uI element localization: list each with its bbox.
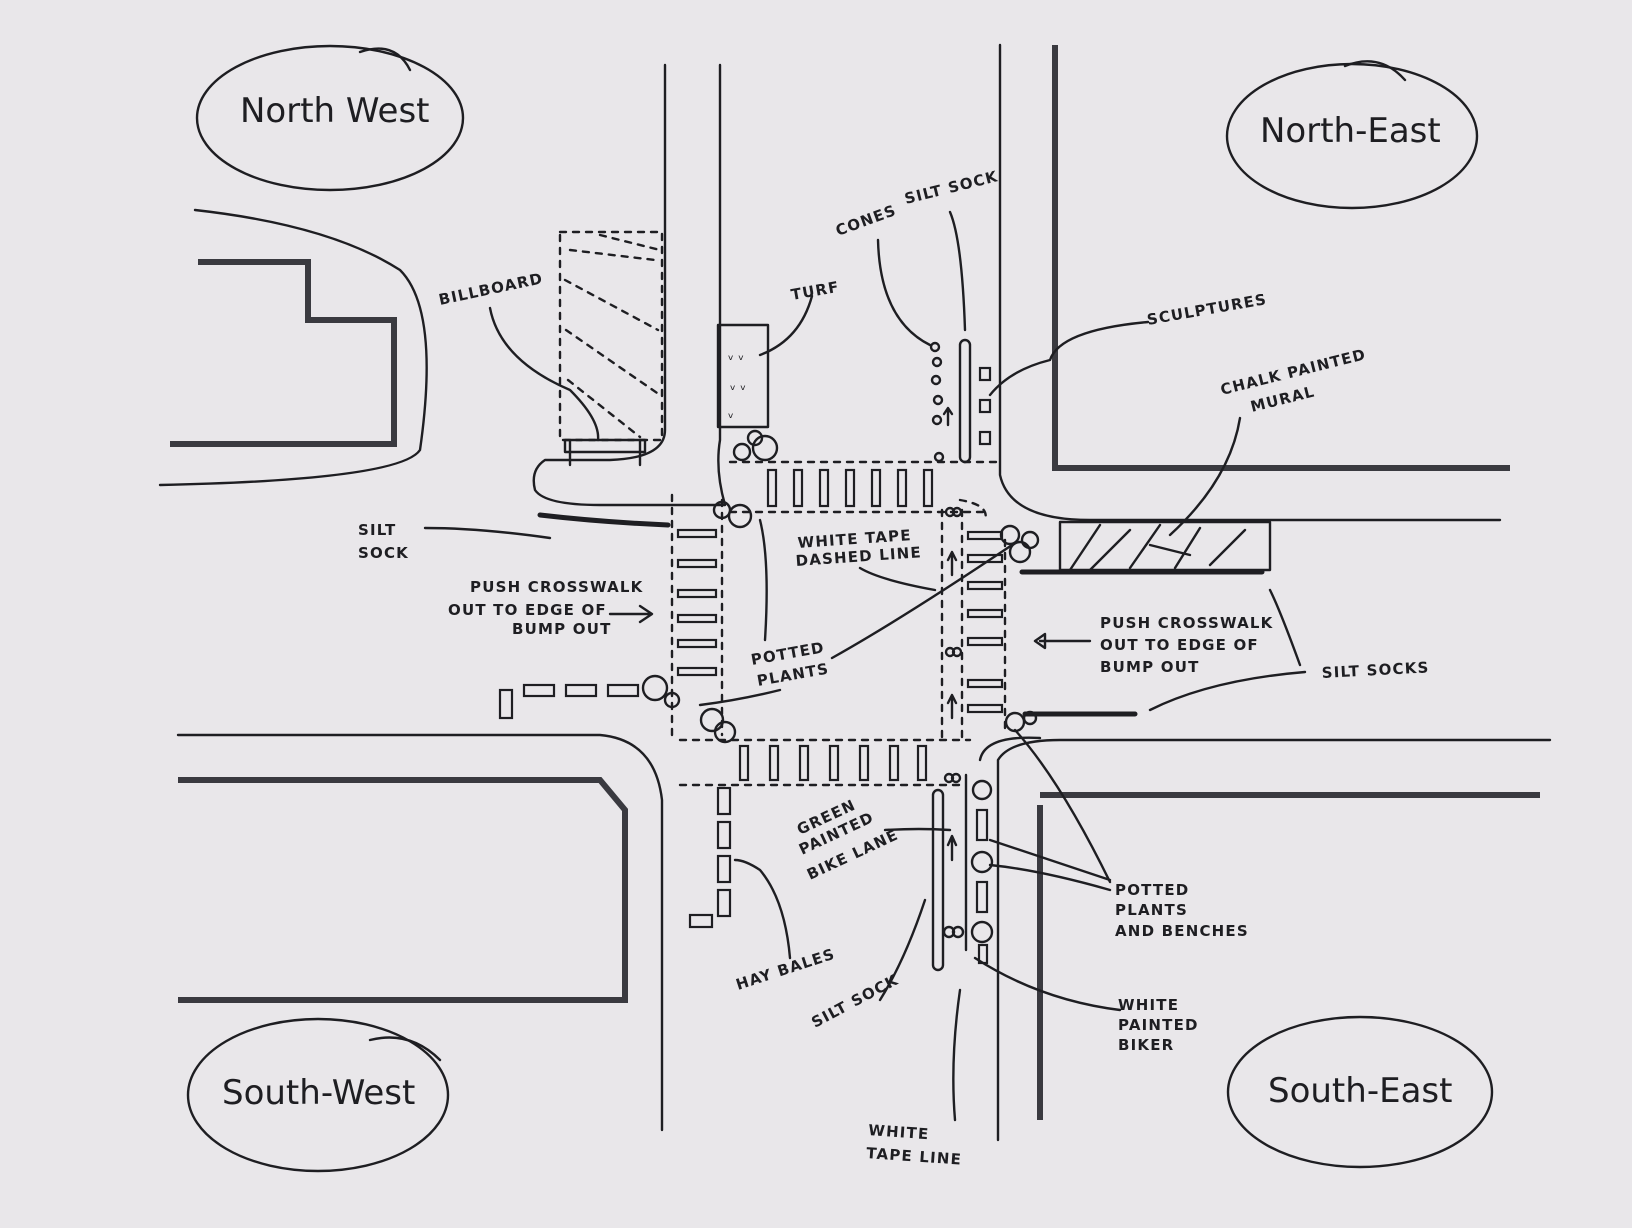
curb-lines bbox=[158, 43, 1552, 1142]
label-white-painted-biker-3: BIKER bbox=[1118, 1036, 1174, 1054]
crosswalk-north bbox=[728, 460, 1002, 514]
label-push-left-1: PUSH CROSSWALK bbox=[470, 578, 644, 596]
quadrant-label-nw: North West bbox=[240, 91, 430, 131]
quadrant-bubble-sw: South-West bbox=[186, 1017, 450, 1173]
crosswalk-south bbox=[678, 738, 972, 787]
label-push-left-3: BUMP OUT bbox=[512, 620, 612, 638]
label-potted-plants-benches-1: POTTED bbox=[1115, 881, 1189, 899]
label-silt-sock-bottom: SILT SOCK bbox=[808, 971, 901, 1032]
crosswalk-west bbox=[670, 493, 724, 737]
arrow-push-west bbox=[608, 604, 654, 624]
quadrant-label-se: South-East bbox=[1268, 1071, 1452, 1111]
benches-south bbox=[970, 779, 994, 965]
white-painted-biker bbox=[942, 772, 968, 952]
leader-lines bbox=[423, 210, 1307, 1122]
cones-column bbox=[929, 341, 954, 463]
arrow-push-east bbox=[1033, 632, 1047, 650]
label-white-tape-line-2: TAPE LINE bbox=[866, 1144, 963, 1169]
label-silt-sock-top: SILT SOCK bbox=[903, 167, 1001, 208]
label-silt-sock-left-2: SOCK bbox=[358, 544, 409, 562]
quadrant-label-ne: North-East bbox=[1260, 111, 1441, 151]
billboard bbox=[558, 230, 664, 467]
label-hay-bales: HAY BALES bbox=[734, 945, 838, 994]
svg-text:ᵥ ᵥ: ᵥ ᵥ bbox=[730, 378, 746, 394]
svg-text:ᵥ ᵥ: ᵥ ᵥ bbox=[728, 348, 744, 364]
svg-text:ᵥ: ᵥ bbox=[728, 406, 734, 422]
label-push-left-2: OUT TO EDGE OF bbox=[448, 601, 607, 619]
label-white-painted-biker-1: WHITE bbox=[1118, 996, 1179, 1014]
label-turf: TURF bbox=[790, 278, 841, 304]
sculptures-column bbox=[978, 366, 992, 446]
label-cones: CONES bbox=[833, 201, 899, 240]
label-potted-plants-benches-3: AND BENCHES bbox=[1115, 922, 1249, 940]
label-white-painted-biker-2: PAINTED bbox=[1118, 1016, 1199, 1034]
label-silt-sock-left-1: SILT bbox=[358, 521, 397, 539]
silt-sock-west bbox=[537, 512, 671, 528]
label-billboard: BILLBOARD bbox=[437, 269, 545, 309]
label-sculptures: SCULPTURES bbox=[1146, 290, 1269, 329]
label-push-right-2: OUT TO EDGE OF bbox=[1100, 636, 1259, 654]
label-push-right-3: BUMP OUT bbox=[1100, 658, 1200, 676]
silt-sock-north bbox=[958, 338, 972, 464]
quadrant-bubble-se: South-East bbox=[1226, 1015, 1494, 1169]
crosswalk-east bbox=[960, 508, 1007, 742]
quadrant-label-sw: South-West bbox=[222, 1073, 415, 1113]
white-tape-dashed-line bbox=[940, 498, 987, 742]
label-white-tape-line-1: WHITE bbox=[868, 1121, 930, 1143]
hay-bales bbox=[688, 786, 732, 929]
quadrant-bubble-ne: North-East bbox=[1225, 60, 1479, 210]
silt-sock-south bbox=[931, 788, 945, 972]
bump-out-west bbox=[498, 683, 640, 720]
label-silt-socks: SILT SOCKS bbox=[1321, 658, 1430, 682]
label-push-right-1: PUSH CROSSWALK bbox=[1100, 614, 1274, 632]
label-potted-plants-benches-2: PLANTS bbox=[1115, 901, 1188, 919]
potted-plants bbox=[641, 429, 1040, 744]
chalk-mural bbox=[1019, 520, 1272, 575]
quadrant-bubble-nw: North West bbox=[195, 44, 465, 192]
turf: ᵥ ᵥ ᵥ ᵥ ᵥ bbox=[716, 323, 770, 429]
